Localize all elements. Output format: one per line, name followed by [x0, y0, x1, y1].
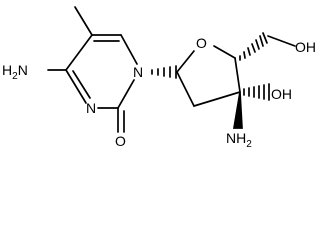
label-ring-n1: N	[133, 64, 143, 80]
label-ring-n3: N	[86, 100, 96, 116]
pyrimidine-ring-bonds	[47, 6, 138, 133]
bond-c5-methyl	[74, 6, 93, 36]
bond-c5prime-oh	[267, 35, 296, 47]
bond-c4-n3	[65, 69, 87, 104]
bond-c4-n3-inner	[72, 70, 91, 99]
bond-c3prime-nh2-wedge	[232, 91, 243, 129]
atom-labels: H2N N N O O OH OH NH2	[2, 35, 316, 150]
bond-c3prime-c2prime	[193, 91, 241, 107]
bond-c4prime-c5prime-hashed	[239, 32, 268, 61]
label-ch2oh-oh: OH	[295, 39, 316, 55]
bond-c1prime-o	[176, 50, 195, 73]
bond-n1-c1prime-hashed	[151, 65, 177, 79]
bond-c2prime-c1prime	[176, 71, 195, 107]
label-ring-o: O	[196, 35, 207, 51]
label-hydroxyl-oh: OH	[271, 86, 292, 102]
bond-c3prime-oh-hashed	[243, 83, 270, 101]
label-carbonyl-o: O	[115, 133, 126, 149]
bond-o-c4prime	[213, 45, 236, 59]
bond-c4prime-c3prime	[234, 57, 241, 93]
sugar-ring-bonds	[151, 32, 296, 129]
label-amine-nh2: H2N	[2, 62, 28, 82]
chemical-structure: H2N N N O O OH OH NH2	[2, 6, 316, 150]
bond-c5-c4	[65, 34, 93, 71]
label-amino-nh2: NH2	[226, 130, 252, 150]
bond-c2-n1	[117, 79, 135, 109]
bond-n1-c6	[120, 34, 138, 65]
